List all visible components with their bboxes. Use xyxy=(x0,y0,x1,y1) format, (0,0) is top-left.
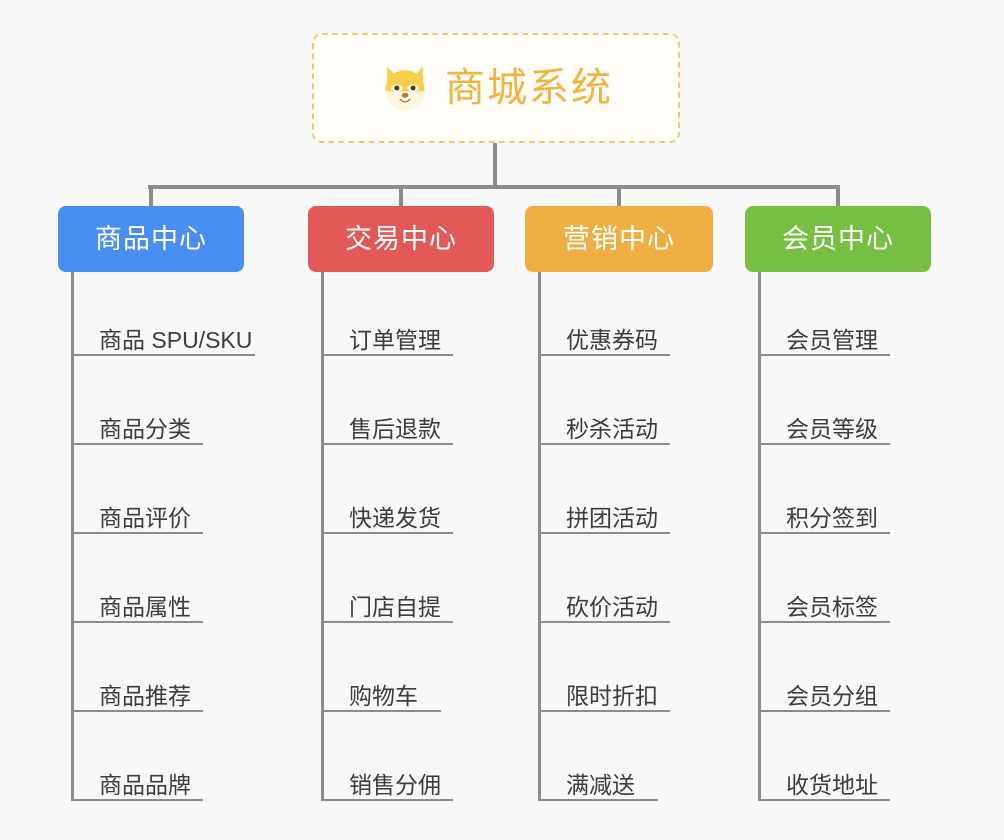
leaf-label: 优惠券码 xyxy=(566,327,658,353)
category-label: 商品中心 xyxy=(95,223,207,254)
leaf-underline xyxy=(538,621,670,623)
leaf-underline xyxy=(71,710,203,712)
leaf-label: 商品品牌 xyxy=(99,772,191,798)
leaf-underline xyxy=(71,354,255,356)
leaf-label: 订单管理 xyxy=(349,327,441,353)
leaf-label: 商品属性 xyxy=(99,594,191,620)
leaf-underline xyxy=(758,354,890,356)
category-label: 交易中心 xyxy=(345,223,457,254)
category-label: 会员中心 xyxy=(782,223,894,254)
column-spine-connector xyxy=(321,272,324,801)
leaf-underline xyxy=(71,532,203,534)
root-title: 商城系统 xyxy=(445,66,613,110)
column-spine-connector xyxy=(538,272,541,801)
leaf-underline xyxy=(758,621,890,623)
leaf-label: 商品评价 xyxy=(99,505,191,531)
leaf-label: 商品分类 xyxy=(99,416,191,442)
leaf-underline xyxy=(758,710,890,712)
horizontal-bus-connector xyxy=(148,185,840,189)
branch-drop-connector-3 xyxy=(617,185,621,207)
leaf-label: 购物车 xyxy=(349,683,418,709)
leaf-label: 收货地址 xyxy=(786,772,878,798)
leaf-underline xyxy=(758,532,890,534)
category-box-2[interactable]: 交易中心 xyxy=(308,206,494,272)
leaf-label: 销售分佣 xyxy=(349,772,441,798)
leaf-label: 积分签到 xyxy=(786,505,878,531)
leaf-label: 售后退款 xyxy=(349,416,441,442)
root-stem-connector xyxy=(493,143,497,187)
branch-drop-connector-2 xyxy=(399,185,403,207)
leaf-label: 秒杀活动 xyxy=(566,416,658,442)
leaf-underline xyxy=(538,532,670,534)
category-box-1[interactable]: 商品中心 xyxy=(58,206,244,272)
leaf-underline xyxy=(321,354,453,356)
leaf-label: 商品 SPU/SKU xyxy=(99,327,253,353)
leaf-label: 限时折扣 xyxy=(566,683,658,709)
leaf-underline xyxy=(758,799,890,801)
leaf-label: 门店自提 xyxy=(349,594,441,620)
leaf-underline xyxy=(538,443,670,445)
leaf-label: 会员分组 xyxy=(786,683,878,709)
leaf-underline xyxy=(321,799,453,801)
leaf-underline xyxy=(71,799,203,801)
category-label: 营销中心 xyxy=(563,223,675,254)
leaf-underline xyxy=(321,532,453,534)
leaf-underline xyxy=(538,710,670,712)
leaf-label: 砍价活动 xyxy=(566,594,658,620)
leaf-underline xyxy=(321,443,453,445)
column-spine-connector xyxy=(758,272,761,801)
leaf-underline xyxy=(321,621,453,623)
leaf-label: 满减送 xyxy=(566,772,635,798)
leaf-label: 商品推荐 xyxy=(99,683,191,709)
leaf-label: 会员标签 xyxy=(786,594,878,620)
branch-drop-connector-1 xyxy=(149,185,153,207)
leaf-label: 会员等级 xyxy=(786,416,878,442)
leaf-underline xyxy=(538,354,670,356)
leaf-underline xyxy=(71,443,203,445)
leaf-label: 快递发货 xyxy=(349,505,441,531)
branch-drop-connector-4 xyxy=(836,185,840,207)
shiba-dog-face-icon xyxy=(385,66,425,111)
category-box-4[interactable]: 会员中心 xyxy=(745,206,931,272)
leaf-label: 拼团活动 xyxy=(566,505,658,531)
leaf-underline xyxy=(538,799,658,801)
column-spine-connector xyxy=(71,272,74,801)
root-node[interactable]: 商城系统 xyxy=(312,33,680,143)
leaf-underline xyxy=(321,710,441,712)
leaf-label: 会员管理 xyxy=(786,327,878,353)
leaf-underline xyxy=(71,621,203,623)
category-box-3[interactable]: 营销中心 xyxy=(525,206,713,272)
leaf-underline xyxy=(758,443,890,445)
